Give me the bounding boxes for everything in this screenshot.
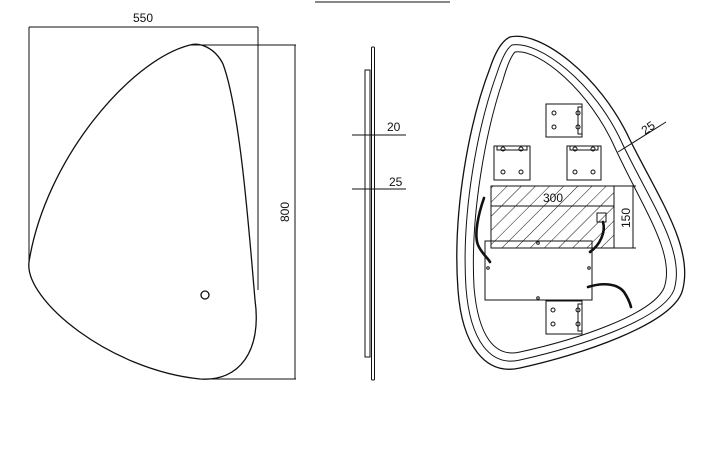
height-dimension-label: 800 [278, 202, 292, 222]
side-profile-frame [371, 46, 375, 381]
back-view: 25 [456, 35, 686, 370]
hatched-area-top-band [490, 185, 615, 207]
mirror-front-outline [28, 43, 257, 380]
back-inner-outline [472, 51, 668, 354]
mounting-bracket-top [545, 103, 583, 138]
mounting-bracket-left [493, 145, 531, 181]
hatch-width-label: 300 [543, 191, 563, 205]
connector-box [596, 212, 607, 223]
led-driver-box [484, 240, 593, 301]
width-dimension-label: 550 [133, 11, 153, 25]
front-view: 550 800 [28, 11, 296, 380]
touch-sensor-icon [200, 290, 210, 300]
frame-offset-dimension-line [617, 121, 667, 153]
frame-offset-label: 25 [639, 118, 658, 137]
mounting-bracket-right [566, 145, 602, 181]
side-dim-lower-label: 25 [389, 175, 403, 189]
cable-left [475, 196, 492, 264]
side-profile-glass [364, 69, 371, 358]
back-outer-outline [456, 35, 686, 370]
hatch-height-label: 150 [619, 208, 633, 228]
cable-right-lower [586, 282, 633, 309]
side-view: 20 25 [352, 46, 406, 381]
back-frame-outline [464, 44, 677, 362]
side-dim-upper-label: 20 [387, 120, 401, 134]
mounting-bracket-bottom [545, 300, 583, 335]
hatched-heating-area [490, 185, 615, 249]
